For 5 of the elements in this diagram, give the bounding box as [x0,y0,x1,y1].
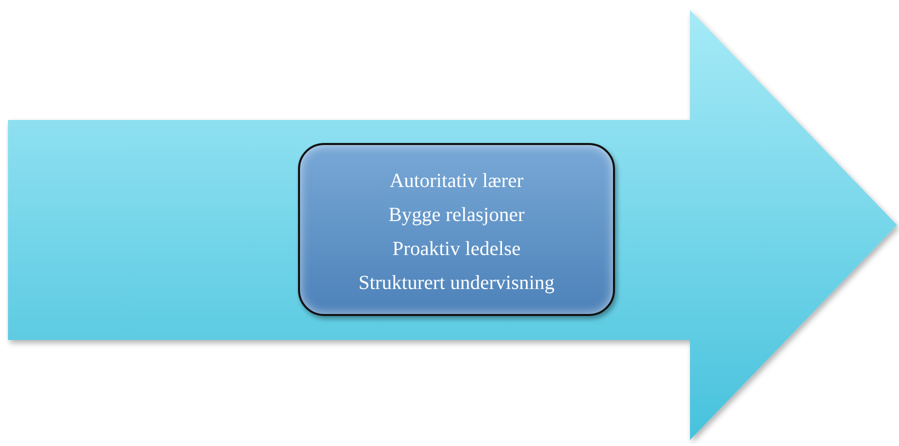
list-item-text: Proaktiv ledelse [392,236,521,262]
list-item-text: Strukturert undervisning [358,270,555,296]
rounded-text-box [298,143,615,316]
list-item-text: Bygge relasjoner [388,202,525,228]
list-item-text: Autoritativ lærer [390,168,524,194]
